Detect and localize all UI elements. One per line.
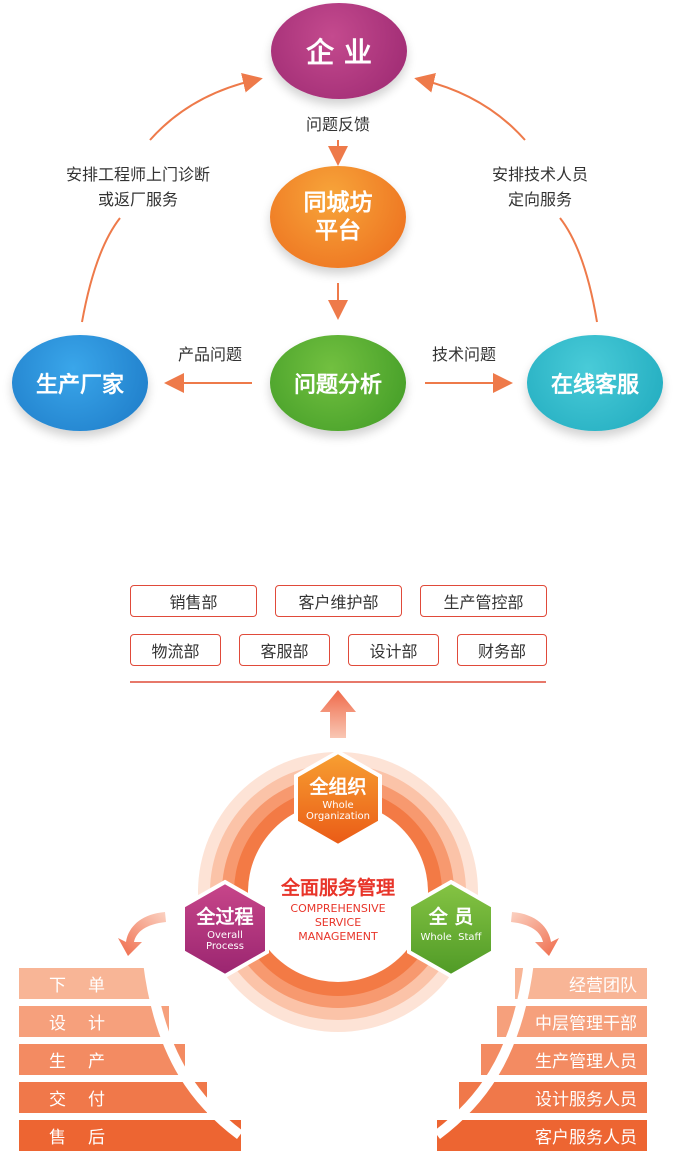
dept-production-control: 生产管控部 bbox=[420, 585, 547, 617]
hex-staff-shape bbox=[407, 879, 495, 979]
hex-process-en-2: Process bbox=[206, 941, 244, 952]
analysis-node: 问题分析 bbox=[270, 335, 406, 431]
right-arc-label-2: 定向服务 bbox=[507, 190, 572, 209]
left-arc-label-2: 或返厂服务 bbox=[97, 190, 178, 209]
left-arc-lower bbox=[81, 217, 121, 323]
dept-customer-service: 客服部 bbox=[239, 634, 330, 666]
feedback-label: 问题反馈 bbox=[305, 115, 370, 134]
enterprise-label: 企 业 bbox=[306, 36, 372, 69]
hex-org: 全组织 Whole Organization bbox=[296, 768, 380, 838]
tech-issue-label: 技术问题 bbox=[431, 345, 496, 364]
analysis-label: 问题分析 bbox=[293, 373, 382, 398]
top-connectors bbox=[81, 72, 598, 393]
online-service-node: 在线客服 bbox=[527, 335, 663, 431]
right-arc-lower bbox=[559, 217, 598, 323]
right-curve-arrow bbox=[511, 912, 559, 956]
step-bar-2: 设计 bbox=[19, 1006, 169, 1037]
online-service-label: 在线客服 bbox=[550, 373, 639, 398]
platform-label-line2: 平台 bbox=[315, 218, 361, 244]
manufacturer-node: 生产厂家 bbox=[12, 335, 148, 431]
hex-process-shape bbox=[181, 879, 269, 979]
ring-inner bbox=[248, 802, 428, 982]
role-bar-5: 客户服务人员 bbox=[437, 1120, 647, 1151]
right-ring-arc bbox=[433, 961, 534, 1139]
hex-process-en-1: Overall bbox=[207, 930, 243, 941]
dept-customer-maintenance: 客户维护部 bbox=[275, 585, 402, 617]
dept-design: 设计部 bbox=[348, 634, 439, 666]
step-bar-5: 售后 bbox=[19, 1120, 241, 1151]
step-bar-4: 交付 bbox=[19, 1082, 207, 1113]
hex-process-title: 全过程 bbox=[196, 906, 254, 928]
dept-sales: 销售部 bbox=[130, 585, 257, 617]
left-arc-label-1: 安排工程师上门诊断 bbox=[65, 165, 210, 184]
hex-staff-en-1: Whole Staff bbox=[420, 932, 482, 943]
up-arrow bbox=[320, 690, 356, 738]
dept-divider bbox=[130, 681, 546, 683]
hex-org-en-2: Organization bbox=[306, 811, 370, 822]
step-bar-1: 下单 bbox=[19, 968, 151, 999]
right-arc-upper bbox=[414, 73, 526, 141]
center-title: 全面服务管理 bbox=[280, 877, 395, 899]
left-curve-arrow bbox=[118, 912, 166, 956]
center-en-1: COMPREHENSIVE bbox=[290, 902, 386, 915]
hex-process: 全过程 Overall Process bbox=[183, 898, 267, 968]
bottom-graphics bbox=[118, 690, 559, 1150]
platform-label-line1: 同城坊 bbox=[303, 190, 373, 216]
right-arc-label-1: 安排技术人员 bbox=[491, 165, 588, 184]
enterprise-node: 企 业 bbox=[271, 3, 407, 99]
left-arc-upper bbox=[149, 72, 263, 141]
center-en-3: MANAGEMENT bbox=[298, 930, 378, 943]
manufacturer-label: 生产厂家 bbox=[35, 373, 124, 398]
step-bar-3: 生产 bbox=[19, 1044, 185, 1075]
role-bar-1: 经营团队 bbox=[515, 968, 647, 999]
hex-org-shape bbox=[294, 749, 382, 849]
hex-org-en-1: Whole bbox=[322, 800, 354, 811]
hex-org-title: 全组织 bbox=[309, 776, 367, 798]
left-ring-arc bbox=[143, 961, 244, 1139]
center-en-2: SERVICE bbox=[314, 916, 362, 929]
hex-staff: 全 员 Whole Staff bbox=[409, 898, 493, 968]
hex-staff-title: 全 员 bbox=[428, 906, 474, 928]
platform-node: 同城坊 平台 bbox=[270, 166, 406, 268]
product-issue-label: 产品问题 bbox=[177, 345, 242, 364]
dept-logistics: 物流部 bbox=[130, 634, 221, 666]
dept-finance: 财务部 bbox=[457, 634, 547, 666]
ring-bar-arcs bbox=[143, 961, 534, 1139]
